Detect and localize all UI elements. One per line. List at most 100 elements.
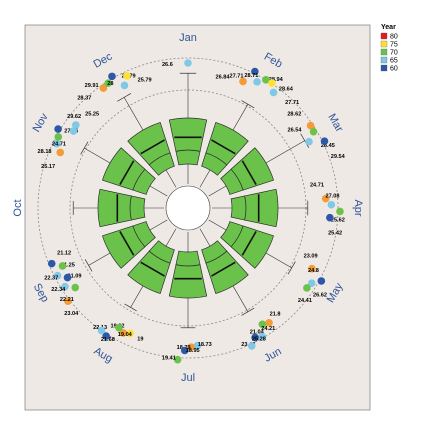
data-point-Aug-2 [115, 323, 123, 332]
legend-swatch-60 [380, 64, 388, 72]
data-point-Aug-3 [102, 332, 110, 340]
data-label-Jan-0: 26.6 [162, 62, 173, 68]
data-point-Feb-4 [268, 79, 276, 87]
whisker-cap-Feb [241, 100, 255, 109]
data-label-Sep-0: 23.04 [64, 311, 79, 317]
data-point-Jun-1 [258, 320, 267, 329]
data-point-Mar-3 [320, 137, 329, 145]
data-label-May-1: 26.62 [313, 293, 327, 299]
data-point-May-0 [308, 264, 316, 273]
data-label-Nov-2: 28.18 [38, 149, 52, 155]
box-inner-Oct [129, 195, 146, 221]
data-label-May-2: 24.8 [308, 268, 319, 274]
data-label-Feb-4: 28.71 [244, 73, 258, 79]
data-point-Dec-0 [99, 84, 108, 92]
data-label-Feb-3: 28.64 [279, 87, 294, 93]
data-label-Dec-3: 25.79 [138, 78, 152, 84]
whisker-inner-May [208, 219, 227, 231]
center-circle [165, 185, 211, 231]
data-point-Sep-3 [63, 273, 72, 282]
whisker-outer-Aug [130, 285, 144, 308]
data-label-Jul-0: 18.73 [198, 342, 212, 348]
data-label-Apr-1: 25.62 [331, 218, 345, 224]
data-point-May-3 [303, 284, 311, 292]
median-line-Dec [140, 139, 165, 155]
data-point-Dec-1 [104, 79, 112, 87]
data-label-Apr-2: 27.08 [325, 194, 339, 200]
legend-label-65: 65 [390, 58, 398, 65]
box-outer-Oct [97, 188, 132, 228]
whisker-outer-Dec [123, 96, 144, 131]
data-point-Nov-4 [69, 127, 78, 135]
whisker-inner-Sep [149, 219, 168, 231]
data-label-Dec-0: 28.37 [77, 96, 91, 102]
data-point-Feb-3 [262, 76, 270, 84]
data-point-Jul-2 [180, 346, 189, 355]
data-point-Jun-0 [265, 319, 273, 327]
data-point-Aug-4 [97, 326, 106, 335]
whisker-inner-Nov [149, 185, 168, 197]
data-label-Feb-2: 27.71 [229, 73, 243, 79]
whisker-outer-May [265, 252, 293, 269]
box-inner-Jan [175, 149, 201, 166]
month-label-Jan: Jan [179, 32, 197, 44]
data-point-Feb-1 [251, 67, 259, 76]
data-label-Mar-1: 28.45 [321, 143, 335, 149]
data-point-May-2 [307, 279, 316, 288]
box-inner-Jul [175, 250, 201, 267]
data-point-Nov-1 [52, 139, 61, 148]
grid-circle-dashed-outer [37, 57, 339, 359]
whisker-outer-Nov [83, 147, 111, 164]
data-point-Sep-6 [47, 259, 56, 268]
median-line-May [241, 231, 257, 256]
data-label-Apr-0: 24.71 [310, 182, 324, 188]
data-label-Jun-0: 21.8 [270, 312, 281, 318]
legend-swatch-75 [380, 40, 388, 48]
data-point-Sep-0 [64, 297, 72, 305]
data-point-Apr-1 [327, 200, 336, 209]
data-label-Feb-5: 27.71 [285, 100, 299, 106]
data-label-Feb-0: 26.84 [215, 74, 230, 80]
data-label-Nov-4: 24.71 [52, 141, 66, 147]
data-point-Mar-1 [309, 127, 318, 136]
data-point-Feb-0 [239, 77, 247, 86]
data-label-Jun-4: 25.28 [252, 337, 266, 343]
data-point-Mar-0 [306, 121, 315, 130]
data-label-Aug-0: 19 [137, 337, 143, 343]
data-label-Sep-5: 21.12 [57, 251, 71, 257]
data-point-Jun-3 [251, 333, 259, 342]
box-outer-May [230, 225, 275, 269]
box-inner-Apr [230, 195, 247, 221]
box-outer-Jul [168, 264, 208, 299]
median-line-Jun [211, 261, 236, 277]
whisker-cap-Mar [300, 133, 310, 148]
data-point-Aug-1 [119, 329, 128, 337]
data-label-Aug-4: 21.68 [101, 337, 115, 343]
data-label-Jul-3: 19.41 [162, 356, 176, 362]
whisker-inner-Mar [208, 185, 227, 197]
box-outer-Jun [205, 250, 249, 295]
whisker-inner-Dec [165, 169, 177, 188]
data-point-Jun-4 [247, 342, 256, 350]
box-outer-Apr [244, 188, 279, 228]
data-point-Apr-0 [321, 194, 330, 203]
data-point-Apr-2 [336, 207, 344, 216]
whisker-inner-Aug [165, 228, 177, 247]
median-line-Feb [211, 139, 236, 155]
data-point-Dec-2 [108, 72, 116, 81]
box-outer-Feb [205, 121, 249, 166]
box-outer-Aug [127, 250, 171, 295]
data-label-Apr-3: 25.42 [328, 230, 342, 236]
box-layer [97, 117, 279, 299]
data-label-Mar-3: 29.54 [331, 154, 346, 160]
whisker-cap-Dec [117, 93, 132, 102]
data-point-Jun-2 [258, 332, 267, 341]
whisker-outer-Sep [88, 252, 111, 266]
box-outer-Dec [127, 121, 171, 166]
data-label-Mar-2: 26.54 [287, 127, 302, 133]
data-point-Mar-2 [305, 137, 313, 146]
data-label-Nov-0: 25.17 [41, 164, 55, 170]
